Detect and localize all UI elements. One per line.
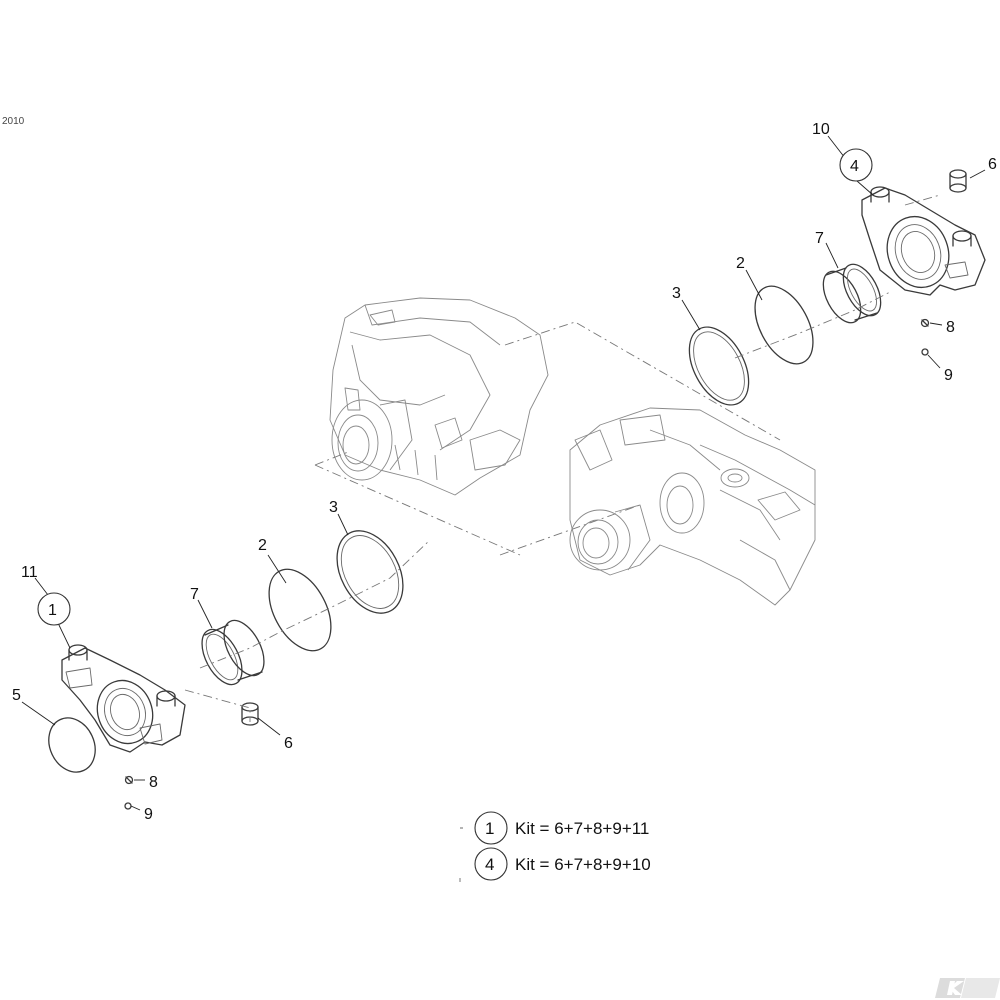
axle-housing bbox=[314, 297, 816, 606]
callout-kit-4: 4 bbox=[850, 158, 859, 175]
callout-3-left: 3 bbox=[329, 499, 338, 516]
brand-logo bbox=[935, 978, 1000, 998]
callout-9-left: 9 bbox=[144, 806, 153, 823]
legend-kit-4-text: Kit = 6+7+8+9+10 bbox=[515, 855, 651, 874]
o-ring-3-left bbox=[336, 530, 404, 614]
kit-legend: 1 Kit = 6+7+8+9+11 4 Kit = 6+7+8+9+10 bbox=[459, 811, 651, 882]
seal-ring-2-right bbox=[754, 285, 814, 365]
legend-kit-4-id: 4 bbox=[485, 855, 494, 874]
callouts-left: 11 1 5 7 2 3 6 8 9 bbox=[12, 499, 338, 823]
corner-label: 2010 bbox=[2, 116, 25, 127]
callout-9-right: 9 bbox=[944, 367, 953, 384]
plug-9-right bbox=[921, 348, 929, 356]
callout-7-right: 7 bbox=[815, 230, 824, 247]
callouts-right: 10 4 6 7 2 3 8 9 bbox=[672, 121, 997, 384]
legend-kit-1-id: 1 bbox=[485, 819, 494, 838]
kit-1-bubble bbox=[37, 592, 71, 626]
plug-9-left bbox=[124, 802, 132, 810]
callout-11: 11 bbox=[21, 564, 38, 581]
legend-kit-4-bubble bbox=[474, 847, 508, 881]
cover-disc-5 bbox=[48, 717, 96, 773]
callout-6-left: 6 bbox=[284, 735, 293, 752]
o-ring-3-right bbox=[688, 326, 750, 406]
bushing-7-right bbox=[822, 263, 882, 324]
callout-6-right: 6 bbox=[988, 156, 997, 173]
grease-nipple-8-left bbox=[124, 775, 134, 785]
sleeve-6-right bbox=[949, 169, 967, 193]
callout-kit-1: 1 bbox=[48, 602, 57, 619]
callout-2-right: 2 bbox=[736, 255, 745, 272]
callout-8-right: 8 bbox=[946, 319, 955, 336]
trunnion-bracket-10 bbox=[861, 186, 986, 296]
callout-2-left: 2 bbox=[258, 537, 267, 554]
legend-kit-1-bubble bbox=[474, 811, 508, 845]
callout-5: 5 bbox=[12, 687, 21, 704]
trunnion-bracket-11 bbox=[61, 644, 186, 753]
callout-10: 10 bbox=[812, 121, 830, 138]
callout-3-right: 3 bbox=[672, 285, 681, 302]
seal-ring-2-left bbox=[268, 568, 332, 652]
kit-4-bubble bbox=[839, 148, 873, 182]
bushing-7-left bbox=[201, 619, 265, 686]
grease-nipple-8-right bbox=[920, 318, 930, 328]
callout-7-left: 7 bbox=[190, 586, 199, 603]
legend-kit-1-text: Kit = 6+7+8+9+11 bbox=[515, 819, 649, 838]
callout-8-left: 8 bbox=[149, 774, 158, 791]
leader-lines bbox=[21, 135, 986, 811]
